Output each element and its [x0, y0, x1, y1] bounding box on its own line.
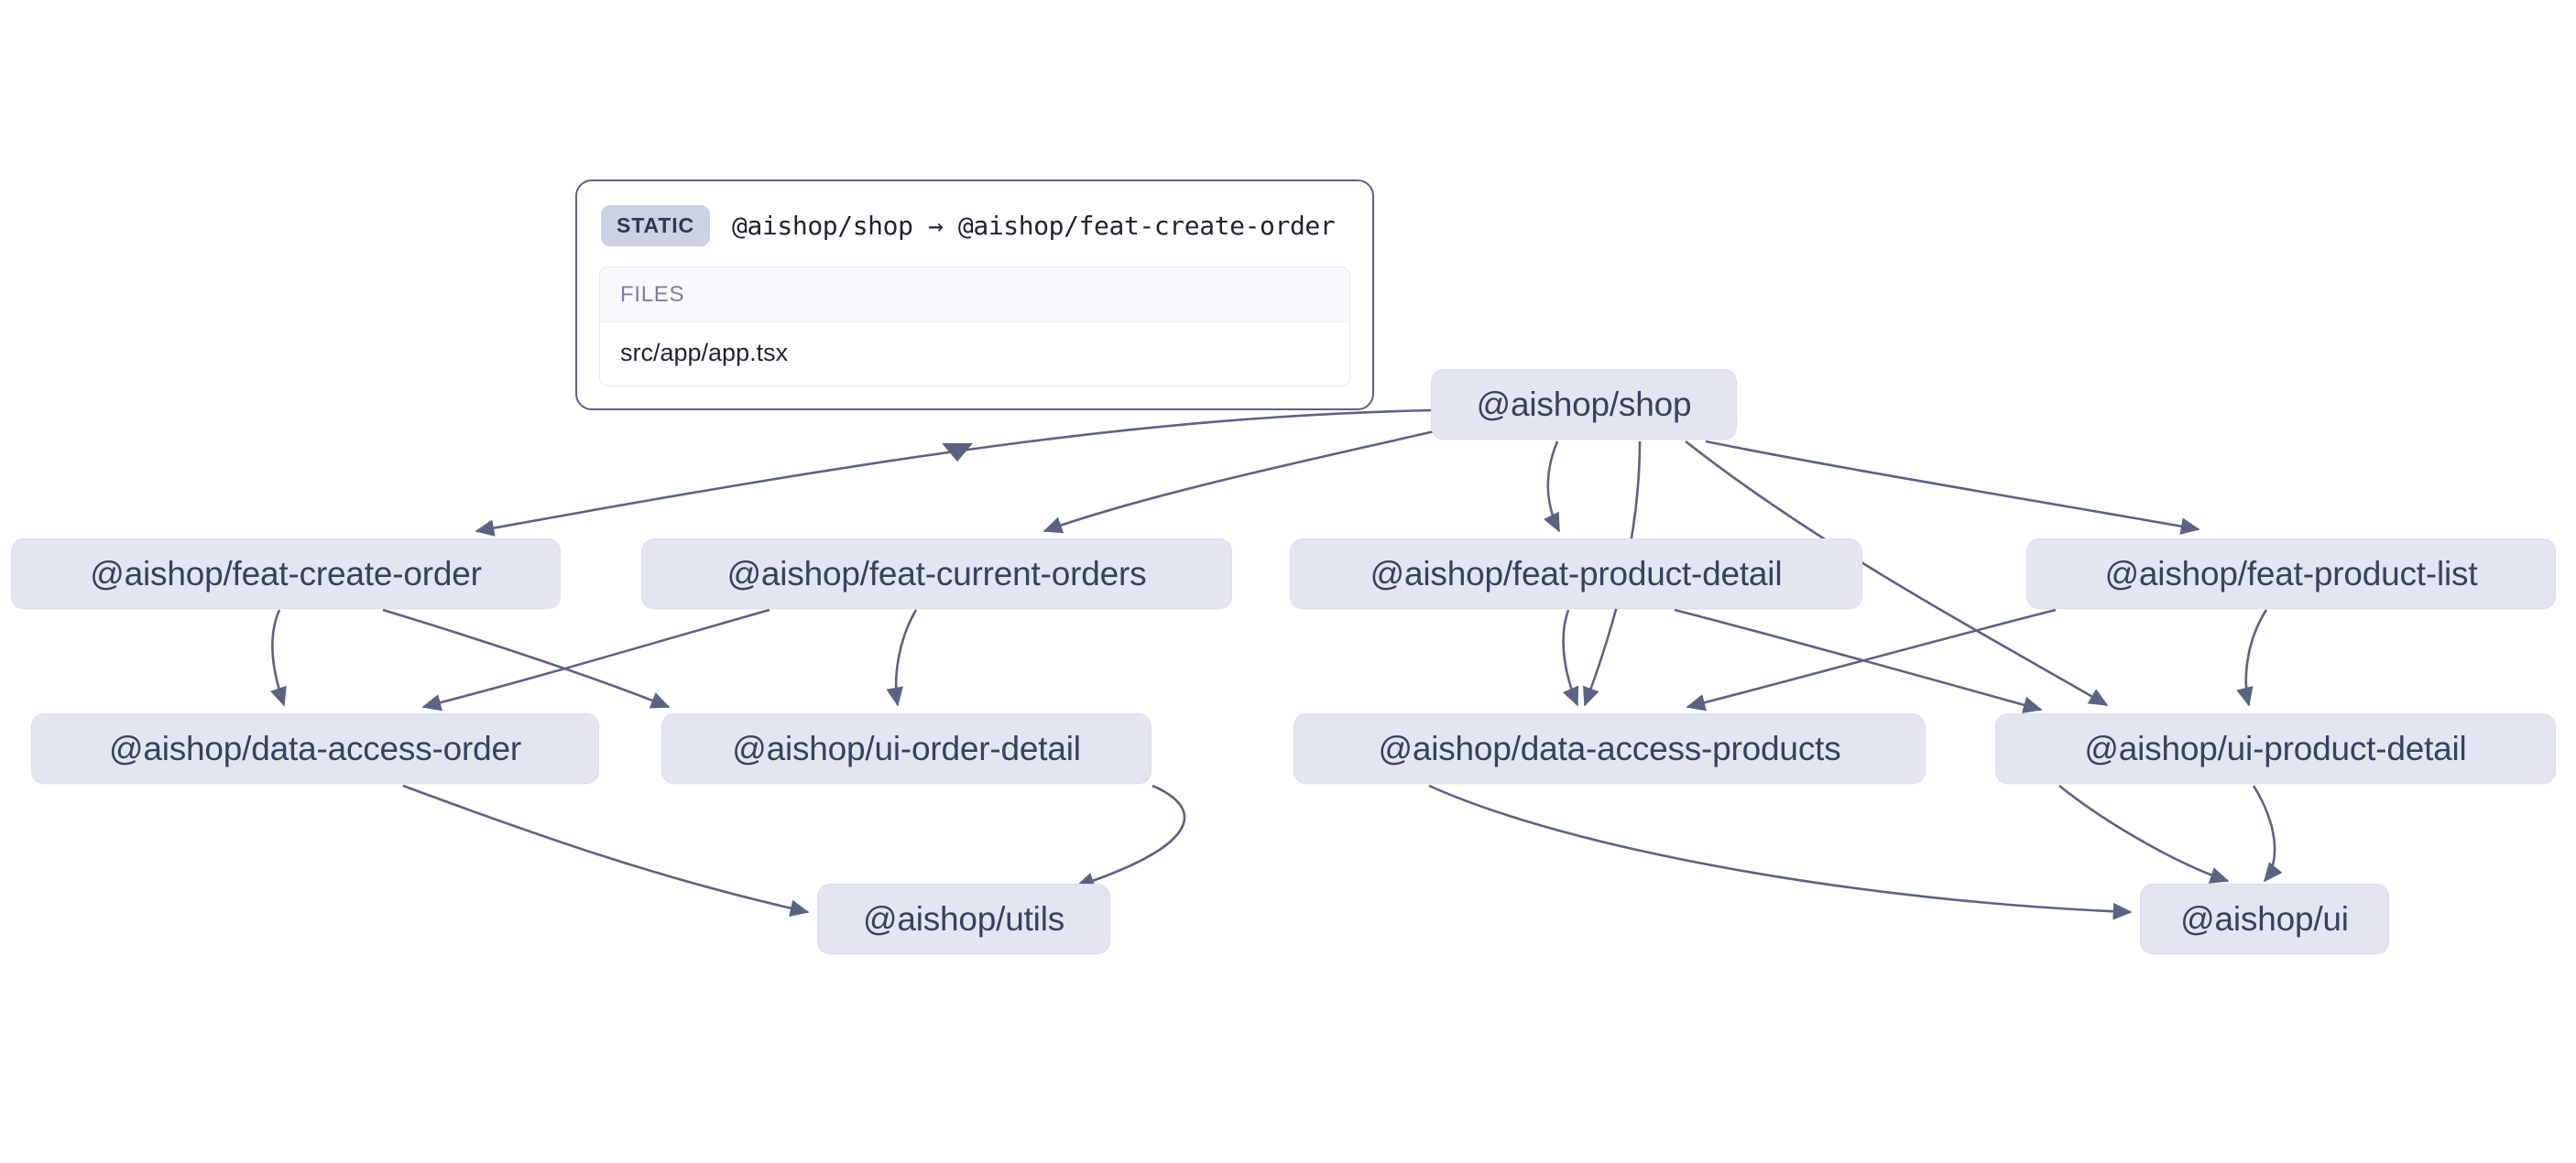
- graph-node-feat-current-orders[interactable]: @aishop/feat-current-orders: [641, 538, 1232, 609]
- edge-feat-current-orders-to-ui-order-detail[interactable]: [886, 609, 918, 707]
- graph-node-label: @aishop/ui-order-detail: [732, 729, 1081, 767]
- graph-node-label: @aishop/shop: [1476, 385, 1692, 423]
- graph-node-label: @aishop/feat-product-list: [2104, 554, 2478, 592]
- edge-shop-to-feat-create-order[interactable]: [475, 408, 1432, 537]
- graph-node-feat-product-list[interactable]: @aishop/feat-product-list: [2026, 538, 2556, 609]
- graph-node-shop[interactable]: @aishop/shop: [1431, 369, 1737, 440]
- edge-detail-card-pointer-icon: [942, 443, 973, 462]
- graph-node-ui-order-detail[interactable]: @aishop/ui-order-detail: [661, 713, 1152, 784]
- graph-node-ui[interactable]: @aishop/ui: [2140, 884, 2389, 954]
- edge-feat-create-order-to-ui-order-detail[interactable]: [382, 608, 671, 709]
- graph-node-ui-product-detail[interactable]: @aishop/ui-product-detail: [1995, 713, 2556, 784]
- edge-ui-product-detail-to-ui-alt[interactable]: [2252, 785, 2283, 883]
- files-panel-header: FILES: [600, 267, 1349, 322]
- graph-node-label: @aishop/feat-current-orders: [726, 554, 1147, 592]
- edge-feat-create-order-to-data-access-order[interactable]: [270, 609, 287, 707]
- graph-node-label: @aishop/utils: [862, 899, 1065, 938]
- edge-shop-to-feat-product-detail[interactable]: [1544, 440, 1561, 533]
- graph-node-label: @aishop/ui-product-detail: [2084, 729, 2467, 767]
- edge-feat-product-detail-to-ui-product-detail[interactable]: [1674, 608, 2043, 713]
- graph-node-label: @aishop/data-access-products: [1378, 729, 1841, 767]
- graph-node-utils[interactable]: @aishop/utils: [817, 884, 1110, 954]
- graph-node-label: @aishop/feat-product-detail: [1370, 554, 1783, 592]
- edge-detail-header: STATIC @aishop/shop → @aishop/feat-creat…: [599, 201, 1350, 255]
- graph-node-label: @aishop/feat-create-order: [90, 554, 482, 592]
- graph-node-label: @aishop/data-access-order: [108, 729, 522, 767]
- edge-feat-product-list-to-ui-product-detail[interactable]: [2236, 609, 2268, 707]
- edge-shop-to-ui-product-detail[interactable]: [1685, 440, 2109, 707]
- edge-feat-product-list-to-data-access-products[interactable]: [1686, 608, 2057, 712]
- edge-detail-card[interactable]: STATIC @aishop/shop → @aishop/feat-creat…: [575, 179, 1374, 410]
- graph-edges: [270, 408, 2283, 920]
- edge-shop-to-feat-current-orders[interactable]: [1042, 429, 1439, 534]
- edge-shop-to-feat-product-list[interactable]: [1705, 440, 2200, 535]
- dependency-type-badge: STATIC: [601, 205, 711, 246]
- file-row: src/app/app.tsx: [600, 322, 1349, 386]
- edge-detail-title: @aishop/shop → @aishop/feat-create-order: [732, 211, 1336, 241]
- edge-data-access-products-to-ui[interactable]: [1428, 784, 2133, 920]
- edge-data-access-order-to-utils[interactable]: [402, 784, 810, 917]
- graph-node-label: @aishop/ui: [2180, 899, 2349, 938]
- files-panel: FILES src/app/app.tsx: [599, 266, 1350, 386]
- edge-ui-order-detail-to-utils[interactable]: [1075, 784, 1186, 889]
- edge-ui-product-detail-to-ui[interactable]: [2058, 784, 2230, 884]
- graph-node-data-access-products[interactable]: @aishop/data-access-products: [1293, 713, 1926, 784]
- edge-feat-product-detail-to-data-access-products[interactable]: [1562, 609, 1579, 707]
- edge-feat-current-orders-to-data-access-order[interactable]: [421, 608, 770, 712]
- graph-node-data-access-order[interactable]: @aishop/data-access-order: [31, 713, 599, 784]
- files-list: src/app/app.tsx: [600, 322, 1349, 386]
- graph-node-feat-create-order[interactable]: @aishop/feat-create-order: [11, 538, 561, 609]
- graph-node-feat-product-detail[interactable]: @aishop/feat-product-detail: [1290, 538, 1862, 609]
